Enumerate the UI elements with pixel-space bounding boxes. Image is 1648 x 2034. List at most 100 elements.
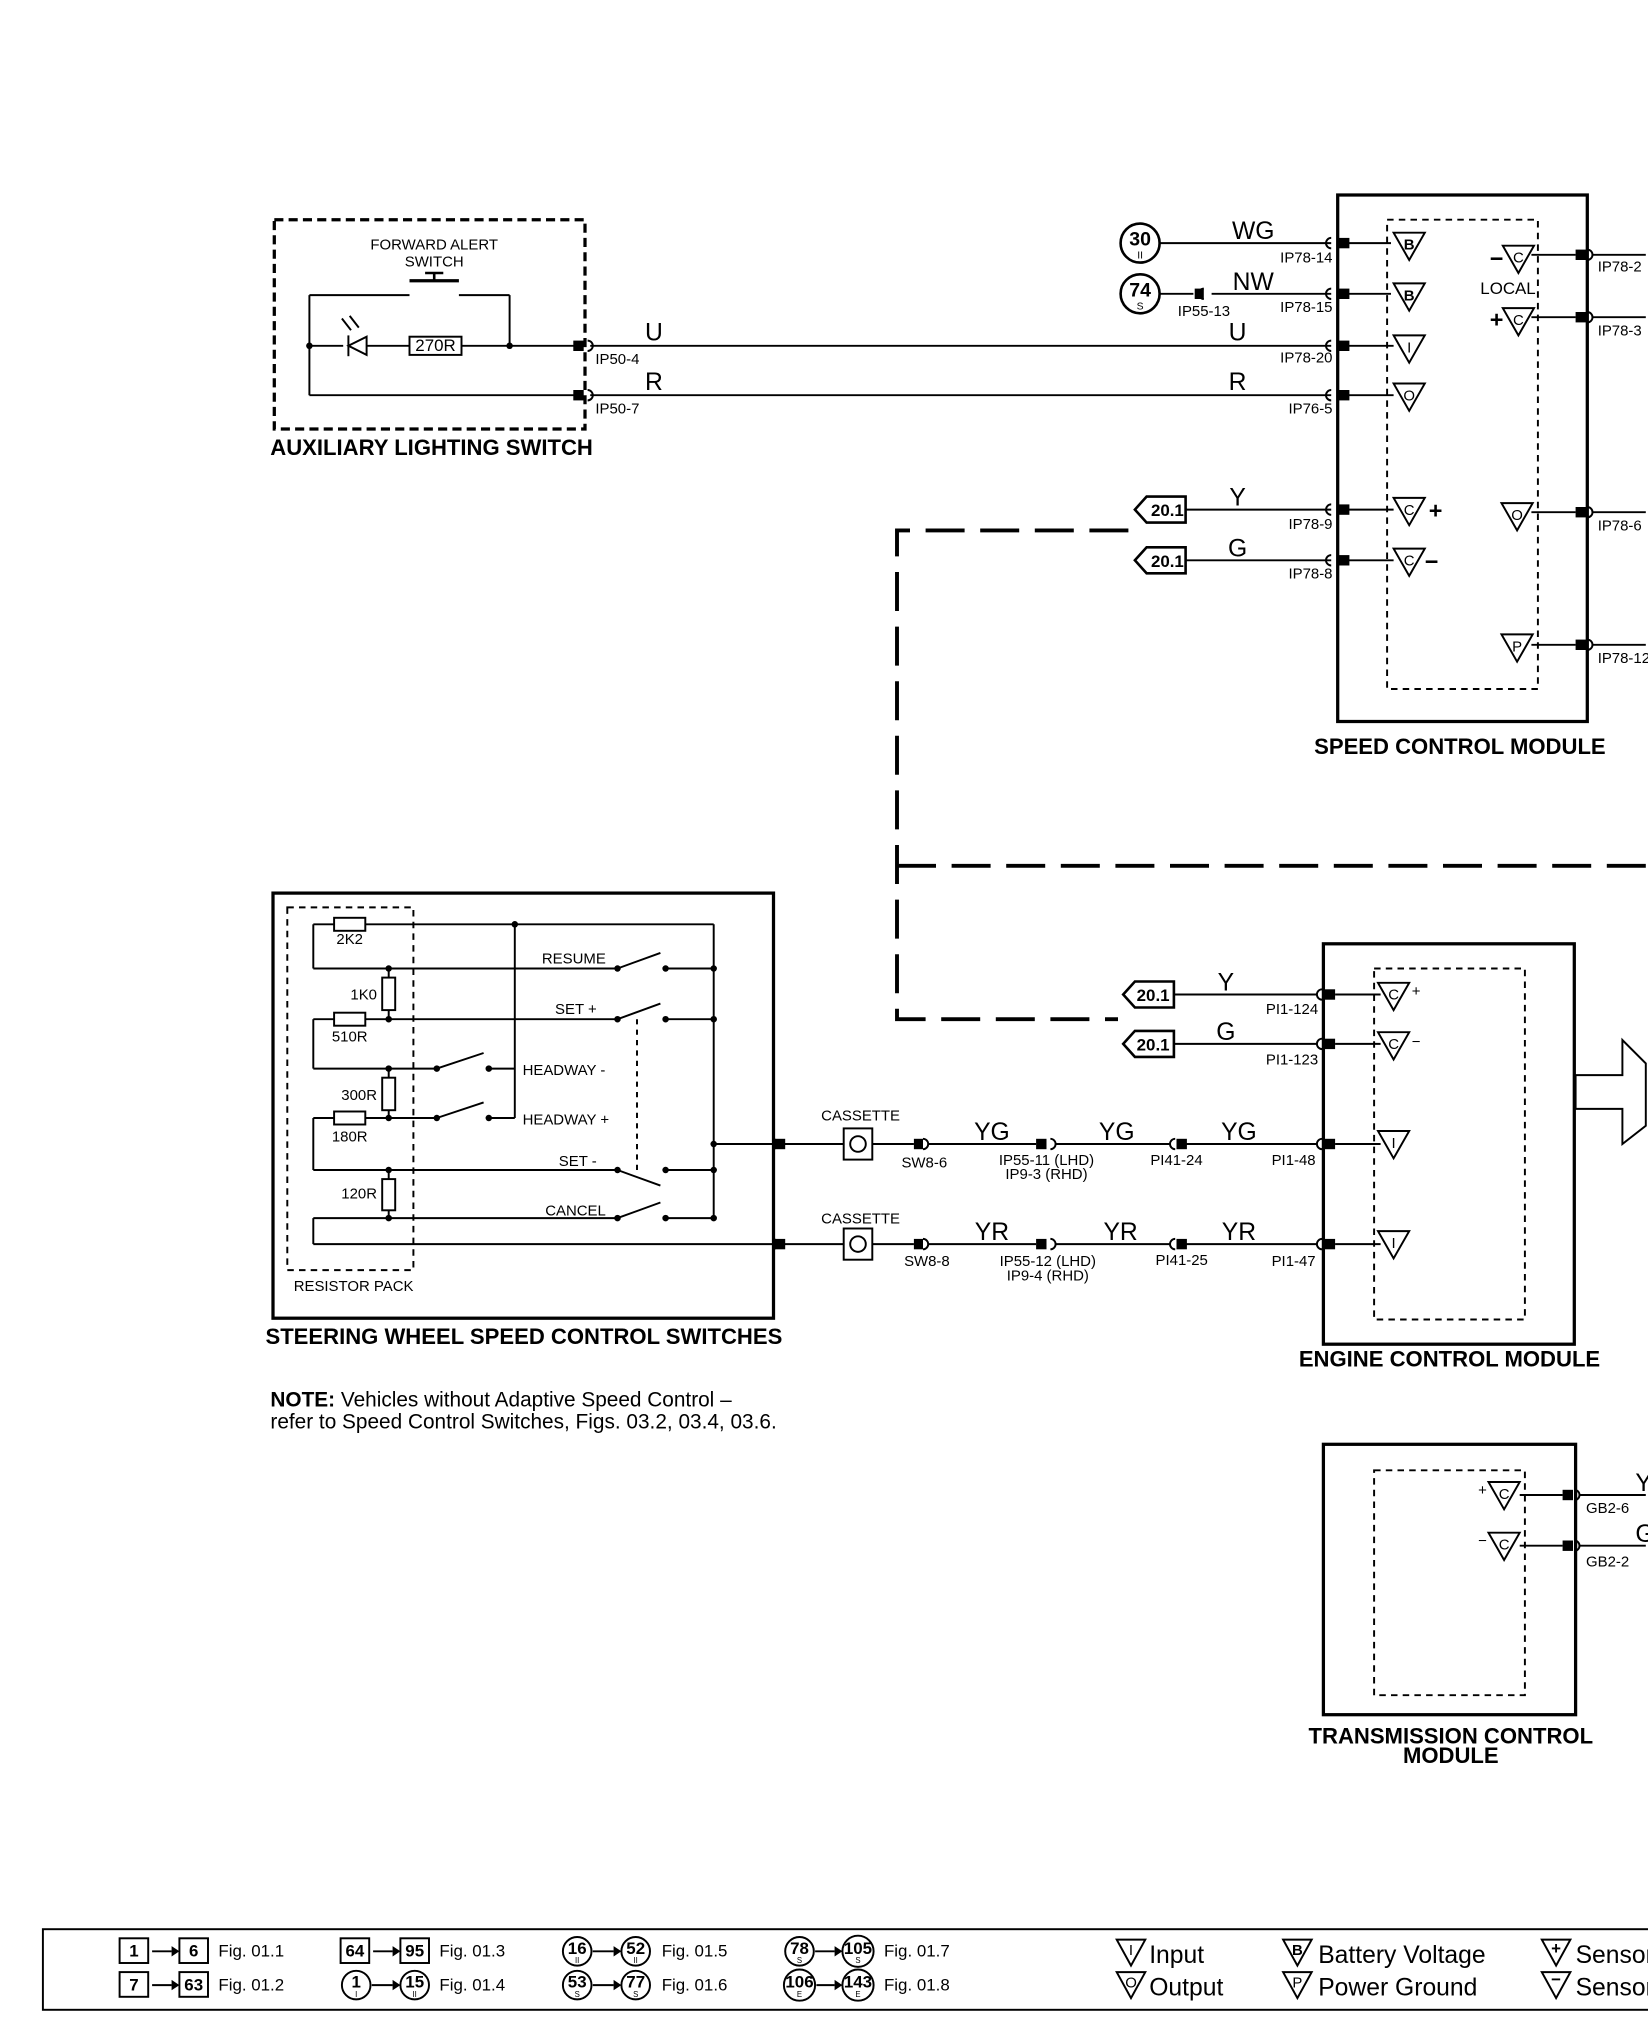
legend-sensor-plus-label: Sensor/ [1576, 1942, 1648, 1969]
wire-label-u: U [1229, 320, 1247, 347]
pin-label-pi1-124: PI1-124 [1266, 1001, 1318, 1018]
sign-minus: − [1490, 246, 1504, 272]
connector-label-ip55-12: IP55-12 (LHD) [1000, 1253, 1096, 1270]
auxiliary-lighting-switch: FORWARD ALERT SWITCH 270R AUXILIA [270, 218, 639, 460]
switch-label-headway-plus: HEADWAY + [523, 1112, 609, 1129]
connector-label-ip9-3: IP9-3 (RHD) [1005, 1166, 1087, 1183]
led-symbol [341, 315, 368, 357]
svg-text:S: S [575, 1990, 580, 1999]
svg-text:E: E [855, 1990, 860, 1999]
switch-label-set-minus: SET - [559, 1153, 597, 1170]
symbol-sensor-plus: C [1499, 1486, 1510, 1503]
symbol-sensor-plus: C [1388, 987, 1399, 1004]
legend-fig-01-2: 7 63 Fig. 01.2 [118, 1971, 284, 1998]
svg-text:II: II [634, 1956, 638, 1965]
pin-label-ip50-4: IP50-4 [595, 351, 639, 368]
scm-left-pins [1339, 237, 1586, 650]
wire-label-yr: YR [1222, 1219, 1256, 1246]
pin-label-ip76-5: IP76-5 [1288, 400, 1332, 417]
switch-to-ecm-wires [772, 1137, 1317, 1251]
tcm-title-1: TRANSMISSION CONTROL [1309, 1723, 1594, 1748]
svg-text:Fig. 01.8: Fig. 01.8 [884, 1975, 950, 1994]
pin-label-pi1-47: PI1-47 [1272, 1253, 1316, 1270]
legend-fig-01-1: 1 6 Fig. 01.1 [118, 1937, 284, 1964]
boundary-dashed-lines [895, 528, 1646, 1022]
legend-fig-01-8: 106 E 143 E Fig. 01.8 [782, 1968, 950, 2002]
wire-label-g: G [1216, 1019, 1235, 1046]
connector-label-sw8-6: SW8-6 [901, 1154, 947, 1171]
pin-label-gb2-2: GB2-2 [1586, 1554, 1629, 1571]
pin-ip50-4 [573, 340, 584, 351]
wire-label-g: G [1228, 535, 1247, 562]
resistor-label-2k2: 2K2 [336, 931, 363, 948]
sign-plus: + [1490, 307, 1504, 333]
legend-sensor-minus-sign: − [1551, 1970, 1561, 1989]
legend-ground-label: Power Ground [1318, 1974, 1477, 2001]
legend-frame [41, 1928, 1648, 2011]
resistor-label-300r: 300R [341, 1087, 377, 1104]
svg-text:20.1: 20.1 [1151, 501, 1184, 520]
svg-text:1: 1 [351, 1973, 360, 1992]
svg-text:Fig. 01.7: Fig. 01.7 [884, 1941, 950, 1960]
symbol-sensor-local-minus: C [1513, 250, 1524, 267]
pin-gb2-6 [1562, 1489, 1573, 1501]
sign-plus: + [1429, 498, 1443, 524]
ref-74-sub: S [1137, 301, 1144, 312]
switches-outline [271, 891, 776, 1320]
svg-text:78: 78 [790, 1939, 809, 1958]
switch-label-resume: RESUME [542, 950, 606, 967]
wire-label-r: R [1229, 369, 1247, 396]
tcm-outline [1321, 1442, 1578, 1717]
ecm-outline [1321, 942, 1576, 1346]
pin-label-ip78-8: IP78-8 [1288, 566, 1332, 583]
svg-text:Fig. 01.3: Fig. 01.3 [439, 1941, 505, 1960]
resistor-label-510r: 510R [332, 1028, 368, 1045]
sign-plus: + [1478, 1482, 1487, 1499]
steering-wheel-switches: RESISTOR PACK STEERING WHEEL SPEED CONTR… [265, 891, 786, 1349]
pin-label-ip78-9: IP78-9 [1288, 516, 1332, 533]
svg-text:15: 15 [405, 1973, 424, 1992]
wires-u-r [587, 339, 1332, 402]
ecm-wires [1173, 988, 1381, 1251]
symbol-input: I [1392, 1135, 1396, 1152]
svg-text:Fig. 01.2: Fig. 01.2 [218, 1975, 284, 1994]
svg-text:20.1: 20.1 [1151, 552, 1184, 571]
svg-text:106: 106 [785, 1973, 813, 1992]
wire-label-wg: WG [1232, 218, 1275, 245]
ecm-inner-outline [1373, 967, 1526, 1321]
pin-label-pi1-123: PI1-123 [1266, 1052, 1318, 1069]
legend-output-letter: O [1125, 1975, 1137, 1992]
pin-label-ip78-3: IP78-3 [1598, 322, 1642, 339]
legend-fig-01-4: 1 I 15 II Fig. 01.4 [340, 1969, 505, 2001]
aux-switch-outline [272, 218, 587, 431]
scm-title: SPEED CONTROL MODULE [1314, 734, 1606, 759]
wire-label-y: Y [1229, 485, 1245, 512]
pin-label-ip78-6: IP78-6 [1598, 517, 1642, 534]
switch-junctions [385, 921, 786, 1250]
legend-symbols [1115, 1938, 1573, 2001]
ref-30-num: 30 [1129, 229, 1151, 251]
connector-label-ip9-4: IP9-4 (RHD) [1007, 1268, 1089, 1285]
svg-text:16: 16 [568, 1939, 587, 1958]
pin-label-ip50-7: IP50-7 [595, 400, 639, 417]
connector-label-pi41-24: PI41-24 [1150, 1152, 1202, 1169]
svg-text:143: 143 [844, 1973, 872, 1992]
tcm-symbols [1486, 1481, 1646, 1562]
cassette-label: CASSETTE [821, 1210, 900, 1227]
tcm-title-2: MODULE [1403, 1743, 1499, 1768]
wire-label-y: Y [1635, 1470, 1648, 1497]
legend-output-label: Output [1149, 1974, 1223, 2001]
svg-text:Fig. 01.5: Fig. 01.5 [662, 1941, 728, 1960]
legend-input-letter: I [1129, 1942, 1133, 1959]
svg-text:53: 53 [568, 1973, 587, 1992]
svg-text:63: 63 [184, 1975, 203, 1994]
ref-arrow-20-1: 20.1 [1133, 495, 1187, 524]
switches-title: STEERING WHEEL SPEED CONTROL SWITCHES [265, 1324, 782, 1349]
pin-label-ip78-20: IP78-20 [1280, 350, 1332, 367]
pin-label-ip78-14: IP78-14 [1280, 250, 1332, 267]
wire-label-nw: NW [1233, 269, 1275, 296]
symbol-battery: B [1404, 237, 1415, 254]
switch-label-cancel: CANCEL [545, 1203, 606, 1220]
legend-battery-letter: B [1292, 1942, 1303, 1959]
